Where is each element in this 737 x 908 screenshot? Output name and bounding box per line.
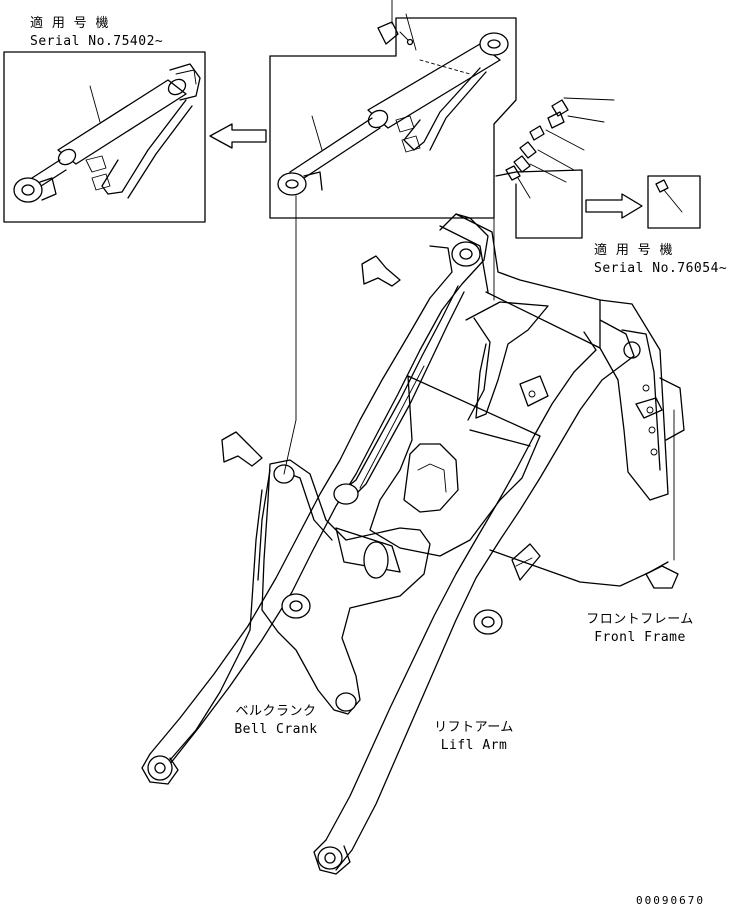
- main-assembly: [141, 127, 685, 875]
- grease-fitting-top: [377, 0, 417, 51]
- inset-cylinder-old: [3, 51, 206, 223]
- drawing-number: 00090670: [636, 894, 705, 907]
- applicable-serial-label-jp-right: 適 用 号 機: [594, 243, 673, 258]
- bell-crank-label-jp: ベルクランク: [235, 704, 317, 719]
- lift-arm-label-en: Lifl Arm: [440, 738, 508, 753]
- arrow-left-icon: [209, 123, 267, 149]
- bell-crank-label-en: Bell Crank: [234, 722, 318, 737]
- lift-arm-label-jp: リフトアーム: [434, 720, 514, 735]
- front-frame-label-en: Fronl Frame: [594, 630, 686, 645]
- inset-cylinder-current: [269, 17, 517, 219]
- inset-fitting-new: [647, 175, 701, 229]
- arrow-right-icon: [585, 193, 643, 219]
- applicable-serial-number-right: Serial No.76054~: [594, 261, 728, 276]
- front-frame-label-jp: フロントフレーム: [586, 612, 694, 627]
- applicable-serial-label-jp: 適 用 号 機: [30, 16, 109, 31]
- fittings-callout: [495, 97, 615, 239]
- applicable-serial-number: Serial No.75402~: [30, 34, 164, 49]
